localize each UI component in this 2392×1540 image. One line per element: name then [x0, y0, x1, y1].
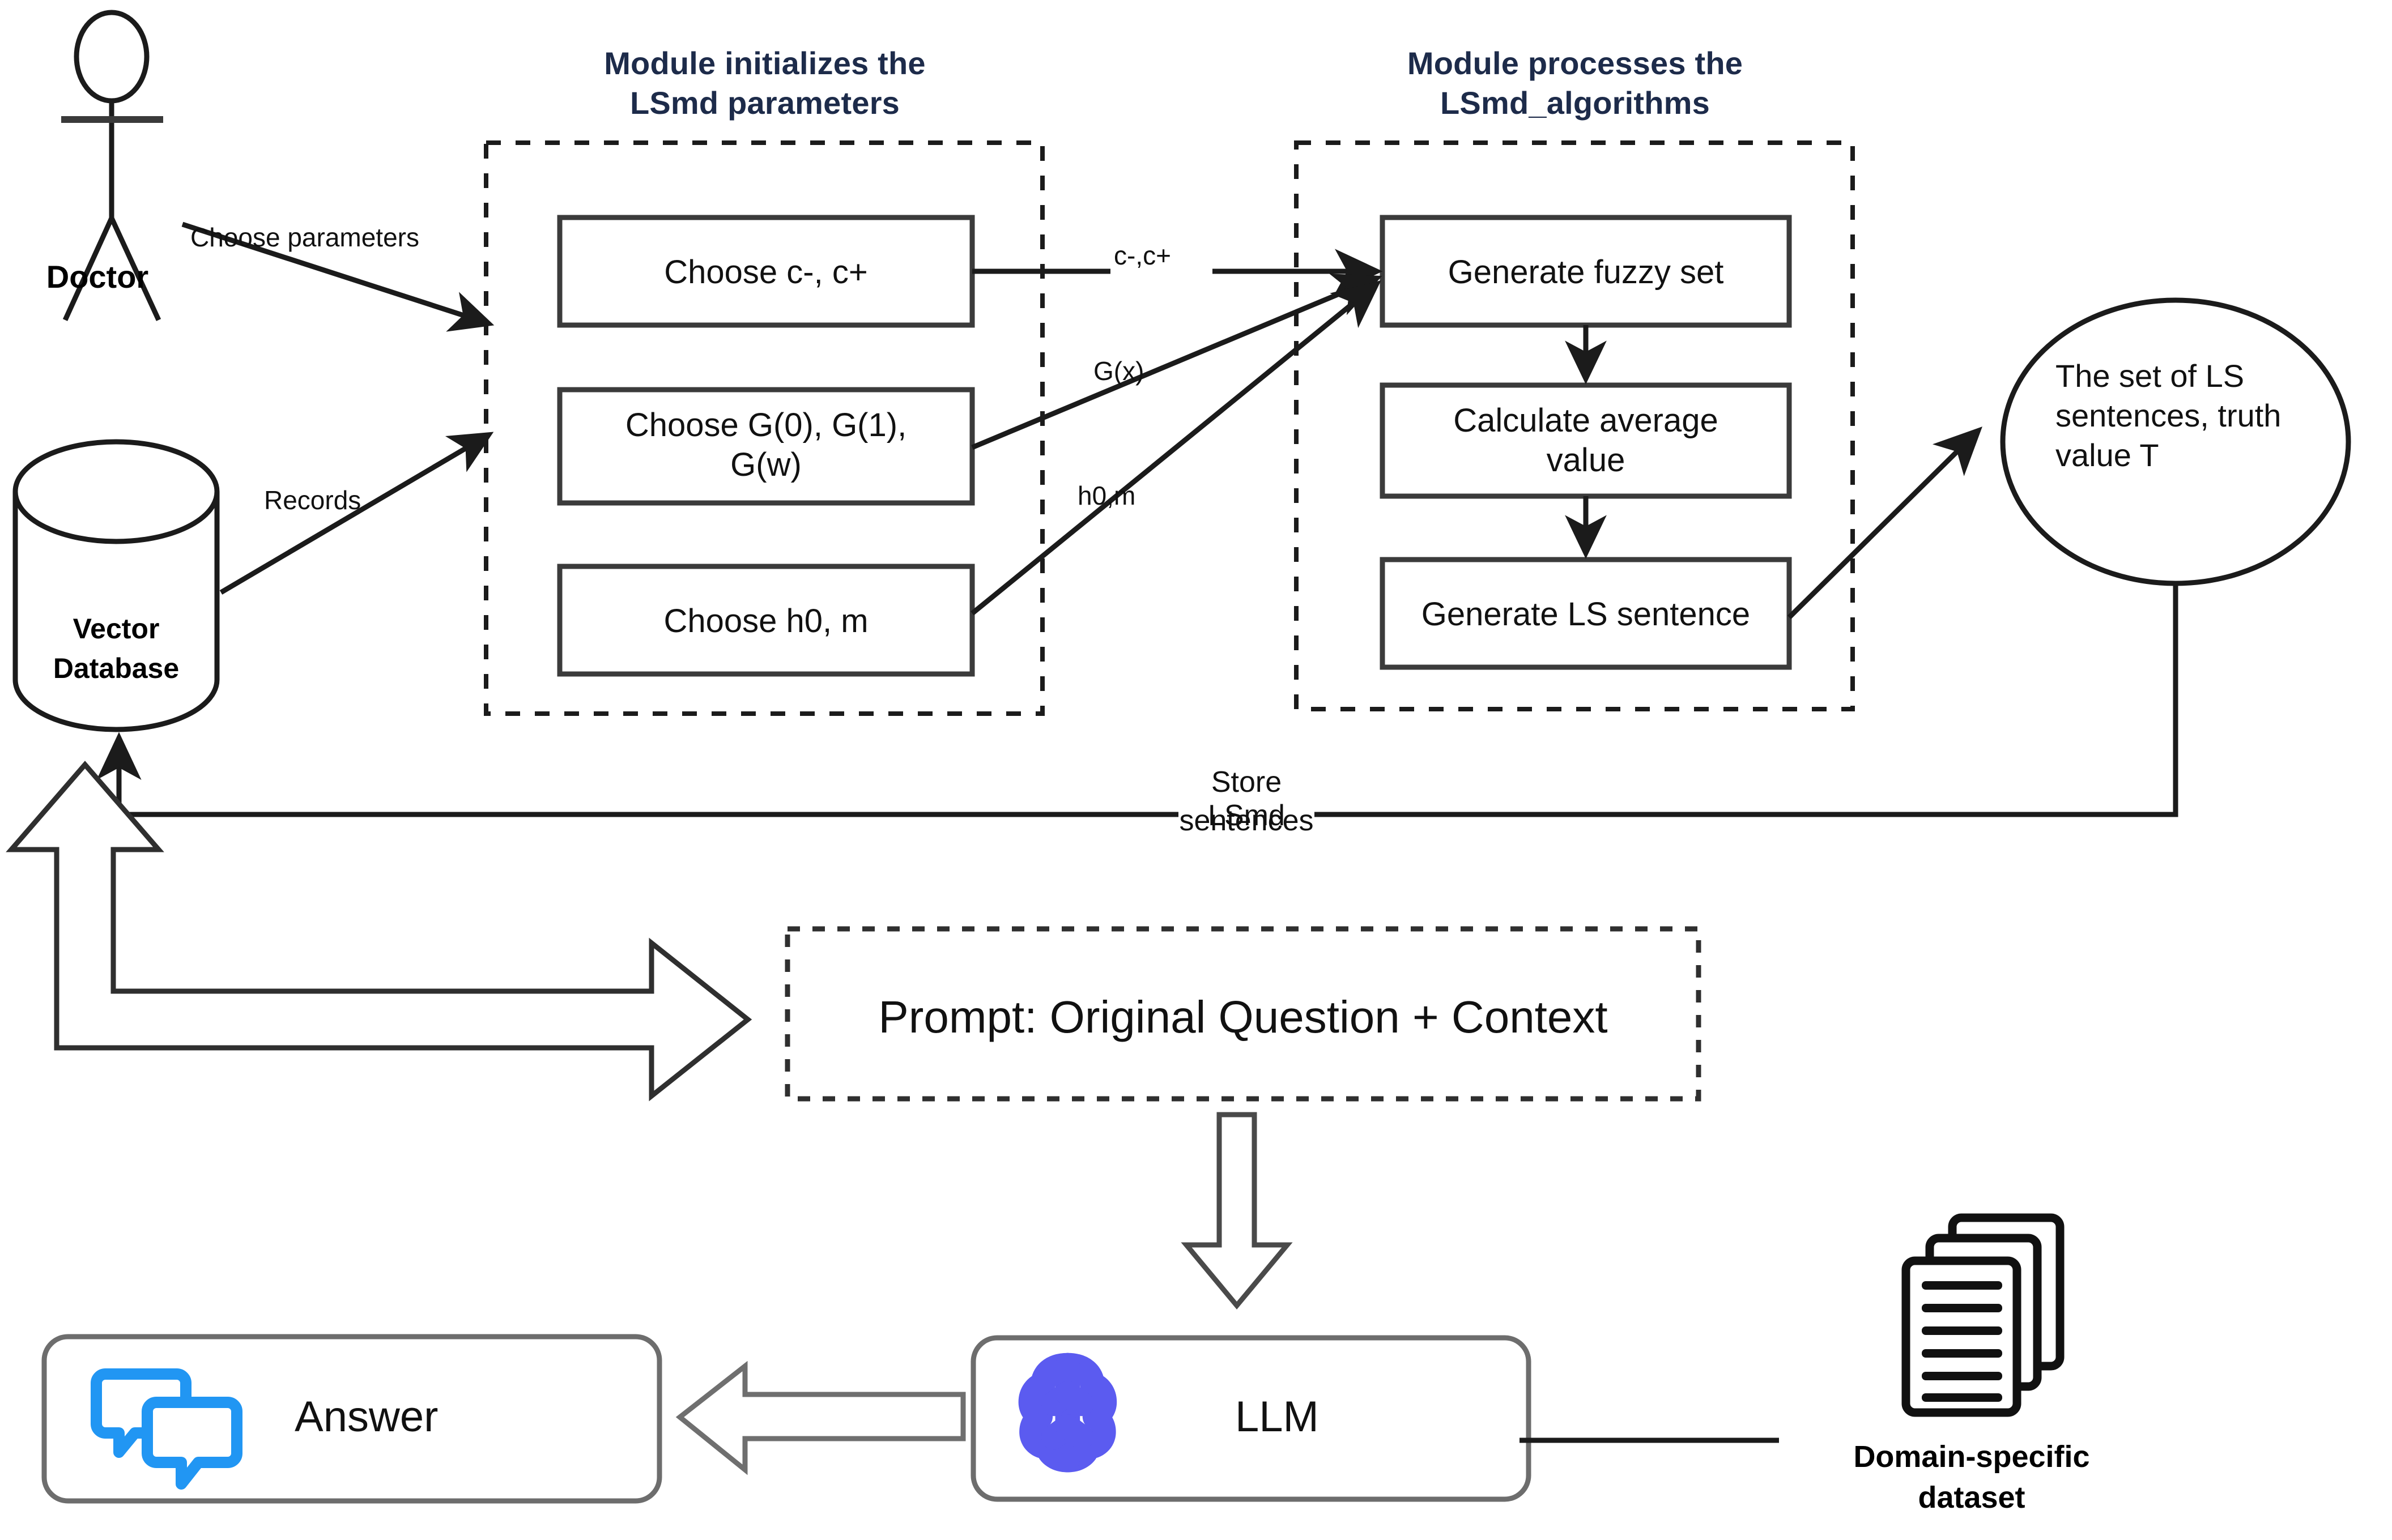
- prompt-label: Prompt: Original Question + Context: [878, 992, 1608, 1042]
- step-label-choose-h: Choose h0, m: [663, 603, 869, 639]
- prompt-box-outline: [785, 926, 1701, 1102]
- edge-db-to-module1: [219, 432, 494, 595]
- module2-title-line2: LSmd_algorithms: [1440, 85, 1710, 121]
- step-box-choose-c: [557, 215, 975, 328]
- edge-label-store-line1: Store LSmd: [1208, 766, 1285, 833]
- llm-box-outline: [971, 1335, 1531, 1502]
- result-line1: The set of LS: [2055, 358, 2245, 394]
- edge-label-store-line2: sentences: [1179, 804, 1314, 837]
- edge-label-c-params: c-,c+: [1114, 241, 1171, 270]
- result-line3: value T: [2055, 437, 2159, 473]
- block-arrow-db-to-prompt: [6, 761, 752, 1102]
- edge-label-g-params: G(x): [1093, 356, 1144, 386]
- vector-database-label-line2: Database: [53, 652, 180, 684]
- edge-sentence-to-result: [1787, 426, 1982, 620]
- stick-figure-icon: [61, 10, 163, 321]
- module2-boundary: [1294, 140, 1855, 711]
- block-arrow-llm-to-answer: [675, 1360, 966, 1475]
- step-box-choose-g: [557, 387, 975, 506]
- answer-label: Answer: [295, 1393, 439, 1441]
- edge-label-choose-parameters: Choose parameters: [190, 223, 419, 252]
- edge-label-h-params: h0,m: [1078, 481, 1136, 510]
- step-label-choose-g-line1: Choose G(0), G(1),: [625, 407, 907, 443]
- chat-bubbles-icon: [91, 1368, 242, 1490]
- step-label-generate-fuzzy-set: Generate fuzzy set: [1448, 254, 1724, 291]
- step-label-calculate-average-line2: value: [1546, 442, 1625, 479]
- edge-label-records: Records: [264, 485, 361, 515]
- dataset-label-line2: dataset: [1918, 1481, 2025, 1515]
- module1-boundary: [484, 140, 1045, 716]
- documents-stack-icon: [1901, 1213, 2065, 1417]
- step-label-generate-ls-sentence: Generate LS sentence: [1421, 596, 1751, 633]
- edge-store-right: [1314, 583, 2178, 817]
- step-box-choose-h: [557, 564, 975, 677]
- module1-title-line2: LSmd parameters: [629, 85, 900, 121]
- edge-store-left: [96, 732, 1178, 817]
- llm-label: LLM: [1235, 1393, 1319, 1441]
- step-label-calculate-average-line1: Calculate average: [1453, 402, 1718, 439]
- module1-title-line1: Module initializes the: [604, 45, 926, 81]
- vector-database-label-line1: Vector: [73, 613, 160, 645]
- step-label-choose-g-line2: G(w): [730, 446, 802, 483]
- edge-h-params: [971, 280, 1381, 616]
- edge-g-params: [971, 274, 1382, 450]
- edge-doctor-to-module1: [181, 221, 495, 332]
- dataset-label-line1: Domain-specific: [1853, 1440, 2090, 1474]
- database-cylinder-icon: [12, 439, 220, 732]
- brain-icon: [1018, 1353, 1117, 1473]
- block-arrow-prompt-to-llm: [1181, 1112, 1293, 1310]
- step-box-generate-ls-sentence: [1380, 557, 1792, 670]
- doctor-label: Doctor: [46, 259, 149, 295]
- module2-title-line1: Module processes the: [1407, 45, 1743, 81]
- step-label-choose-c: Choose c-, c+: [664, 254, 868, 291]
- result-line2: sentences, truth: [2055, 398, 2282, 433]
